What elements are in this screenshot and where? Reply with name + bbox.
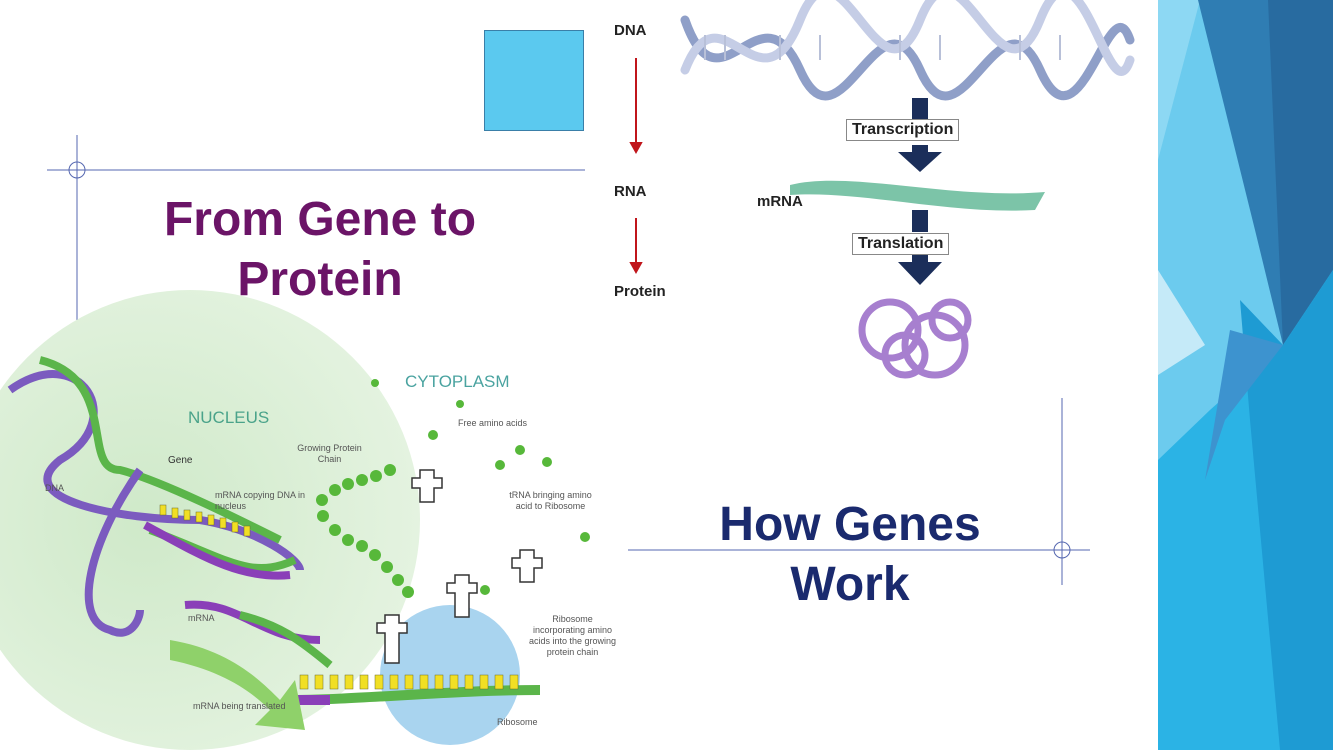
step-rna: RNA (614, 183, 647, 200)
ribosome-incorporating-label: Ribosome incorporating amino acids into … (528, 614, 617, 657)
mrna-strand (790, 180, 1045, 211)
bases (159, 504, 519, 690)
transcription-label: Transcription (846, 119, 960, 141)
nucleus-label: NUCLEUS (188, 408, 270, 427)
mrna-copying-label: mRNA copying DNA in nucleus (215, 490, 306, 511)
ribosome-label: Ribosome (497, 717, 538, 727)
amino-acid-chain (316, 379, 590, 598)
growing-chain-label: Growing Protein Chain (297, 443, 362, 464)
dna-strands (7, 356, 541, 705)
cytoplasm-label: CYTOPLASM (405, 372, 510, 391)
free-amino-label: Free amino acids (458, 418, 528, 428)
navy-arrows (898, 98, 942, 285)
mrna-label: mRNA (757, 193, 803, 210)
trna-label: tRNA bringing amino acid to Ribosome (509, 490, 592, 511)
step-protein: Protein (614, 283, 666, 300)
mrna-translated-label: mRNA being translated (193, 701, 286, 711)
gene-label: Gene (168, 455, 193, 466)
mrna-small-label: mRNA (188, 613, 215, 623)
dna-label: DNA (45, 483, 65, 493)
translation-arrow (170, 640, 305, 730)
step-dna: DNA (614, 22, 647, 39)
dna-rungs (704, 35, 1061, 60)
trna-molecules (376, 469, 543, 664)
title-from-gene-to-protein: From Gene to Protein (163, 193, 477, 306)
title-how-genes-work: How Genes Work (719, 498, 981, 611)
protein-coil (858, 298, 972, 379)
dna-helix (680, 0, 1135, 101)
red-arrows (629, 58, 643, 275)
translation-label: Translation (852, 233, 950, 255)
blue-square (484, 30, 584, 131)
